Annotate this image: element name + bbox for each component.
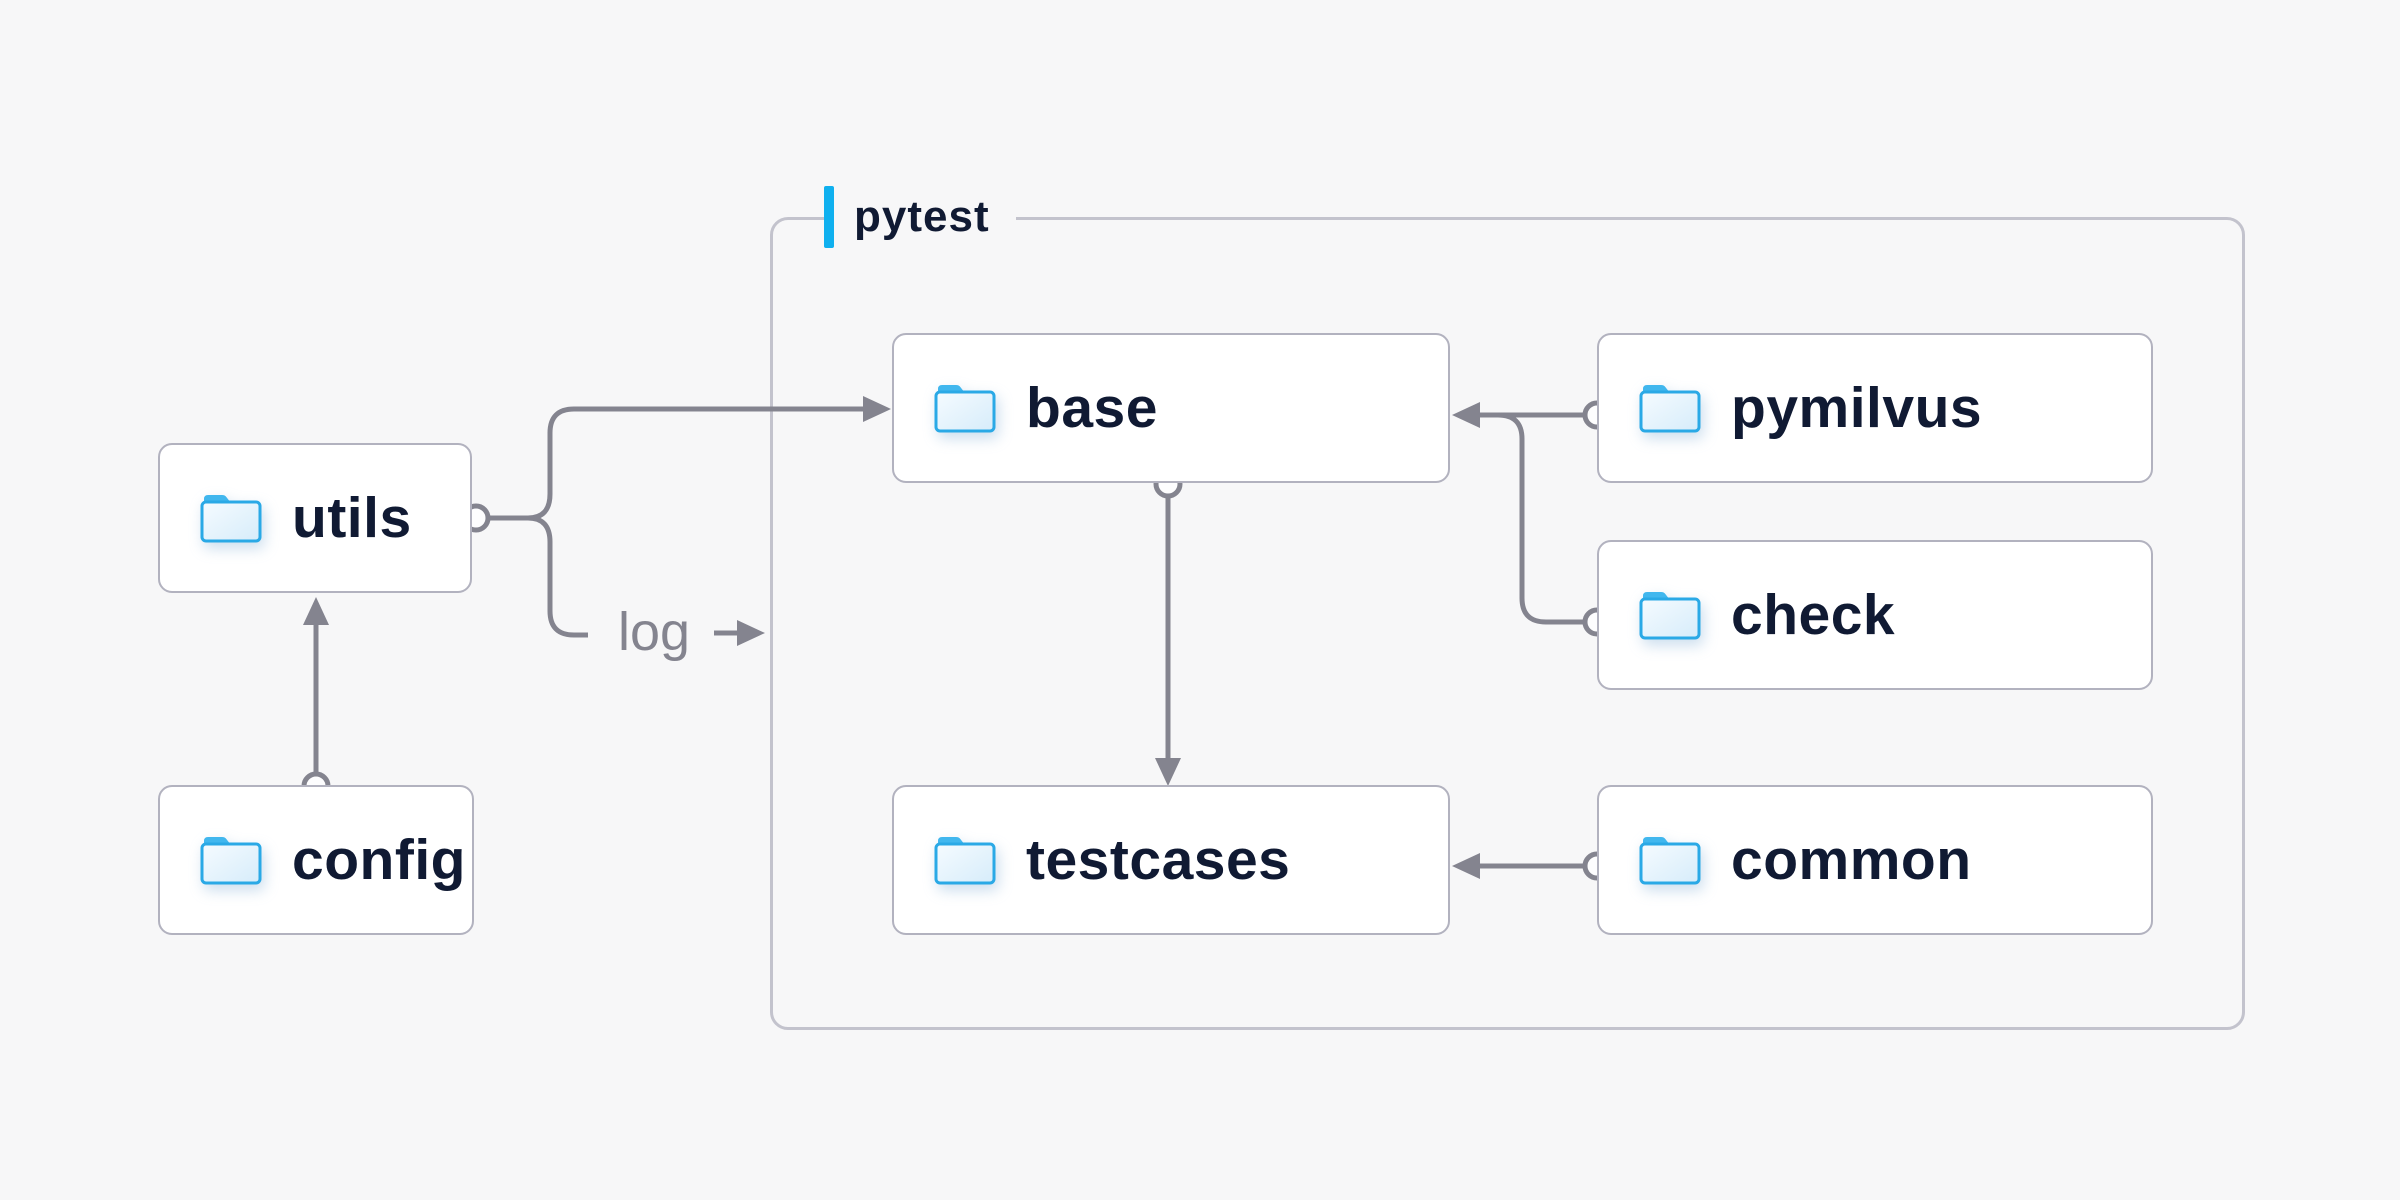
arrowhead-into-utils-bottom <box>303 597 329 625</box>
folder-icon <box>934 385 996 433</box>
node-testcases: testcases <box>892 785 1450 935</box>
edge-check-base <box>1497 412 1583 625</box>
accent-bar <box>824 186 834 248</box>
folder-icon <box>1639 837 1701 885</box>
arrowhead-log-into-container <box>737 620 765 646</box>
node-utils: utils <box>158 443 472 593</box>
node-label: pymilvus <box>1731 376 1983 440</box>
folder-icon <box>934 837 996 885</box>
node-base: base <box>892 333 1450 483</box>
node-config: config <box>158 785 474 935</box>
arrowhead-into-base-right <box>1452 402 1480 428</box>
node-label: base <box>1026 376 1158 440</box>
node-label: check <box>1731 583 1896 647</box>
node-label: testcases <box>1026 828 1291 892</box>
edge-label-log: log <box>617 602 691 662</box>
folder-icon <box>1639 592 1701 640</box>
folder-icon <box>200 495 262 543</box>
edge-utils-log <box>527 515 588 638</box>
node-label: config <box>292 828 466 892</box>
node-label: utils <box>292 486 412 550</box>
node-check: check <box>1597 540 2153 690</box>
pytest-container <box>770 217 2245 1030</box>
arrowhead-into-testcases-top <box>1155 758 1181 786</box>
arrowhead-into-base-left <box>863 396 891 422</box>
folder-icon <box>1639 385 1701 433</box>
edge-utils-base <box>488 406 864 521</box>
arrowhead-into-testcases-right <box>1452 853 1480 879</box>
node-pymilvus: pymilvus <box>1597 333 2153 483</box>
node-common: common <box>1597 785 2153 935</box>
node-label: common <box>1731 828 1972 892</box>
folder-icon <box>200 837 262 885</box>
pytest-container-title: pytest <box>854 192 990 241</box>
pytest-container-label: pytest <box>824 185 1016 249</box>
